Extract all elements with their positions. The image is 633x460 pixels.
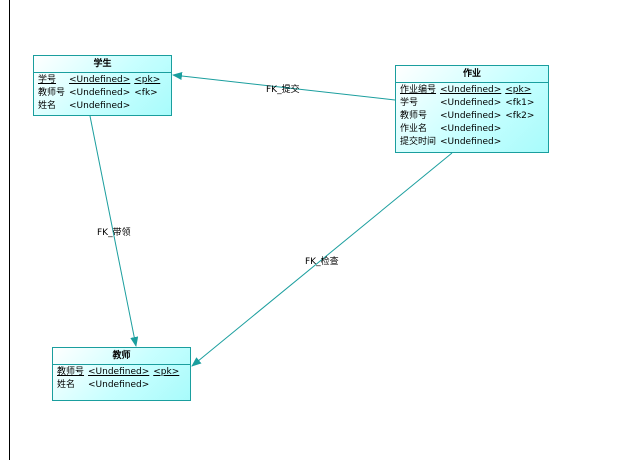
column-type: <Undefined> — [440, 111, 502, 121]
column-key — [505, 123, 538, 136]
entity-student[interactable]: 学生 学号<Undefined><pk> 教师号<Undefined><fk> … — [33, 55, 172, 116]
column-name: 姓名 — [57, 380, 76, 390]
attribute-row[interactable]: 学号 <Undefined><pk> — [38, 74, 164, 87]
entity-teacher[interactable]: 教师 教师号<Undefined><pk> 姓名 <Undefined> — [52, 347, 191, 401]
column-key: <fk1> — [505, 98, 535, 108]
attribute-row[interactable]: 作业名 <Undefined> — [400, 123, 538, 136]
column-key: <fk2> — [505, 111, 535, 121]
fk-check-label: FK_检查 — [305, 257, 339, 267]
column-key — [134, 100, 164, 113]
column-name: 教师号 — [38, 88, 66, 98]
column-type: <Undefined> — [88, 380, 150, 390]
column-type: <Undefined> — [69, 101, 131, 111]
column-name: 作业名 — [400, 124, 428, 134]
attribute-row[interactable]: 教师号 <Undefined><fk2> — [400, 110, 538, 123]
attribute-row[interactable]: 教师号<Undefined><pk> — [57, 366, 183, 379]
attribute-row[interactable]: 教师号<Undefined><fk> — [38, 87, 164, 100]
fk-lead-label: FK_带领 — [97, 228, 131, 238]
entity-homework[interactable]: 作业 作业编号<Undefined><pk> 学号<Undefined><fk1… — [395, 65, 549, 153]
attribute-row[interactable]: 姓名 <Undefined> — [38, 100, 164, 113]
column-type: <Undefined> — [88, 367, 150, 377]
column-name: 学号 — [38, 75, 57, 85]
column-type: <Undefined> — [69, 75, 131, 85]
attribute-row[interactable]: 作业编号<Undefined><pk> — [400, 84, 538, 97]
column-key — [153, 379, 183, 392]
column-key: <pk> — [134, 75, 161, 85]
column-key: <pk> — [153, 367, 180, 377]
attribute-row[interactable]: 学号 <Undefined><fk1> — [400, 97, 538, 110]
entity-title: 学生 — [34, 56, 171, 73]
column-type: <Undefined> — [440, 137, 502, 147]
fk-check-line[interactable] — [191, 152, 453, 367]
fk-lead-line[interactable] — [89, 115, 139, 347]
column-type: <Undefined> — [440, 85, 502, 95]
attribute-row[interactable]: 提交时间<Undefined> — [400, 136, 538, 149]
column-name: 提交时间 — [400, 137, 437, 147]
column-type: <Undefined> — [69, 88, 131, 98]
column-name: 学号 — [400, 98, 419, 108]
column-type: <Undefined> — [440, 98, 502, 108]
entity-title: 作业 — [396, 66, 548, 83]
column-key: <pk> — [505, 85, 532, 95]
column-name: 作业编号 — [400, 85, 437, 95]
attribute-row[interactable]: 姓名 <Undefined> — [57, 379, 183, 392]
column-key: <fk> — [134, 88, 158, 98]
column-name: 教师号 — [57, 367, 85, 377]
column-name: 姓名 — [38, 101, 57, 111]
entity-title: 教师 — [53, 348, 190, 365]
column-key — [505, 136, 538, 149]
fk-submit-line[interactable] — [172, 72, 396, 101]
canvas-border-line — [9, 0, 10, 460]
column-name: 教师号 — [400, 111, 428, 121]
column-type: <Undefined> — [440, 124, 502, 134]
fk-submit-label: FK_提交 — [266, 85, 300, 95]
